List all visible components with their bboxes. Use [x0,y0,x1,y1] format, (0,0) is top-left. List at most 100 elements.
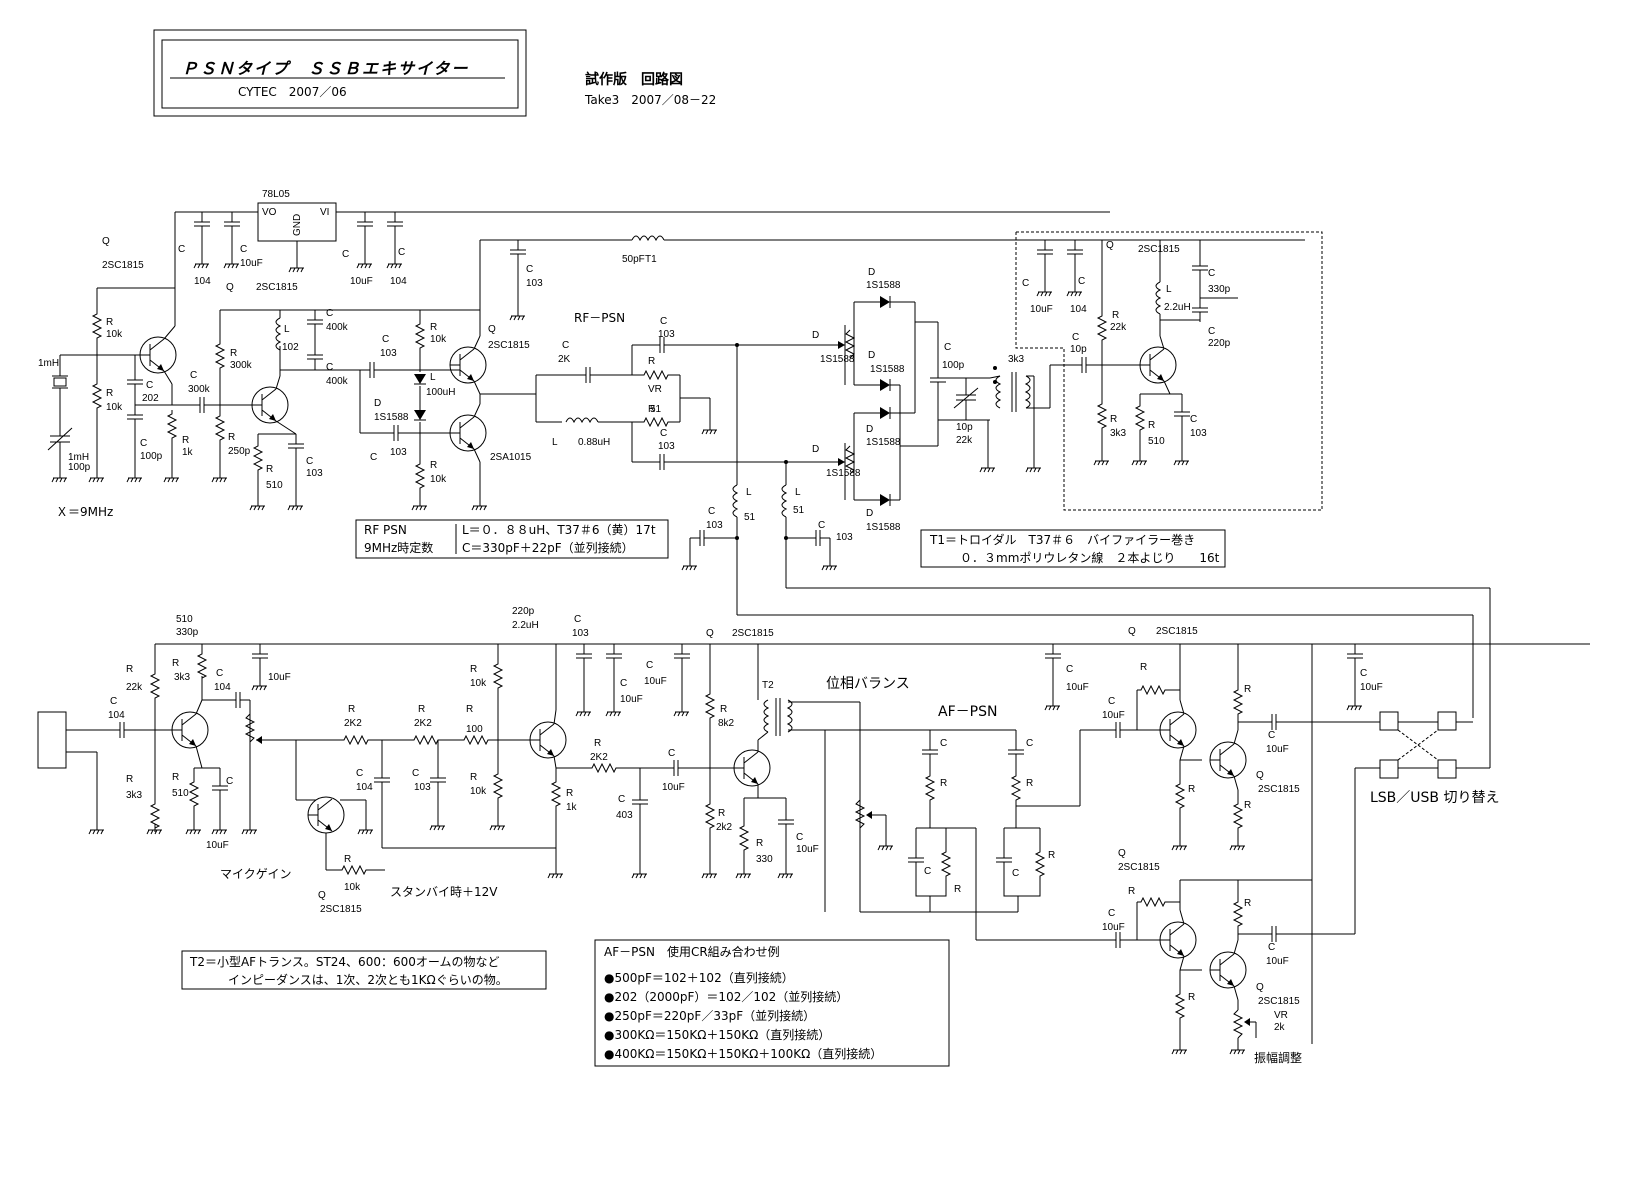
svg-text:AF－PSN 使用CR組み合わせ例: AF－PSN 使用CR組み合わせ例 [604,944,780,959]
t1-note [920,529,1226,568]
revision: Take3 2007／08－22 [584,93,716,107]
svg-text:10k: 10k [470,786,487,797]
svg-text:Q: Q [1256,982,1264,993]
svg-text:R: R [954,884,961,895]
switch-terminal-1[interactable] [1379,711,1399,731]
svg-text:51: 51 [650,404,662,415]
svg-text:10uF: 10uF [240,258,263,269]
svg-text:330p: 330p [176,627,199,638]
svg-text:1S1588: 1S1588 [866,437,901,448]
svg-text:R: R [720,704,727,715]
svg-text:R: R [470,772,477,783]
svg-text:R: R [940,778,947,789]
svg-text:22k: 22k [956,435,973,446]
svg-text:C: C [1190,414,1197,425]
svg-text:D: D [868,267,875,278]
svg-text:C: C [398,247,405,258]
title-inner-frame [161,39,519,109]
regulator-78l05 [257,202,337,242]
svg-text:104: 104 [390,276,407,287]
svg-text:10uF: 10uF [662,782,685,793]
switch-terminal-4[interactable] [1437,759,1457,779]
transistor-q10 [1159,711,1197,749]
svg-text:●300KΩ＝150KΩ＋150KΩ（直列接続）: ●300KΩ＝150KΩ＋150KΩ（直列接続） [604,1027,830,1042]
svg-text:C: C [240,244,247,255]
svg-text:C: C [1208,268,1215,279]
svg-text:100p: 100p [140,451,163,462]
title-frame [153,29,527,117]
svg-text:103: 103 [658,441,675,452]
transistor-q4 [449,414,487,452]
svg-text:10uF: 10uF [1266,744,1289,755]
svg-text:C: C [1268,942,1275,953]
svg-text:2SC1815: 2SC1815 [102,260,144,271]
buffer-amp-box [1015,231,1323,511]
svg-text:R: R [228,432,235,443]
svg-text:103: 103 [306,468,323,479]
svg-text:T2＝小型AFトランス。ST24、600：600オームの物な: T2＝小型AFトランス。ST24、600：600オームの物など [189,955,500,969]
svg-text:R: R [1110,414,1117,425]
svg-text:R: R [1148,420,1155,431]
switch-terminal-3[interactable] [1379,759,1399,779]
svg-text:VR: VR [1274,1010,1288,1021]
svg-text:103: 103 [836,532,853,543]
svg-text:０．３mmポリウレタン線 ２本よじり 16t: ０．３mmポリウレタン線 ２本よじり 16t [960,550,1220,565]
svg-text:L: L [552,437,558,448]
svg-text:●500pF＝102＋102（直列接続）: ●500pF＝102＋102（直列接続） [604,970,794,985]
svg-text:VI: VI [320,207,329,218]
svg-text:T1: T1 [645,254,657,265]
svg-text:2K2: 2K2 [590,752,608,763]
transistor-q6 [171,711,209,749]
svg-text:104: 104 [214,682,231,693]
subtitle: 試作版 回路図 [585,71,683,88]
svg-text:D: D [374,398,381,409]
svg-text:Q: Q [706,628,714,639]
svg-text:VO: VO [262,207,277,218]
svg-text:2SC1815: 2SC1815 [256,282,298,293]
svg-text:T1＝トロイダル T37＃６ バイファイラー巻き: T1＝トロイダル T37＃６ バイファイラー巻き [929,532,1195,547]
rf-psn-note [355,519,669,559]
regulator-label: 78L05 [262,189,290,200]
svg-text:10k: 10k [430,334,447,345]
svg-text:●202（2000pF）＝102／102（並列接続）: ●202（2000pF）＝102／102（並列接続） [604,989,848,1004]
svg-text:103: 103 [414,782,431,793]
svg-text:Q: Q [1118,848,1126,859]
svg-text:Q: Q [102,236,110,247]
svg-text:C: C [1072,332,1079,343]
transistor-standby [307,796,345,834]
svg-text:10uF: 10uF [1266,956,1289,967]
svg-text:10uF: 10uF [1030,304,1053,315]
svg-text:1S1588: 1S1588 [374,412,409,423]
svg-text:インピーダンスは、1次、2次とも1KΩぐらいの物。: インピーダンスは、1次、2次とも1KΩぐらいの物。 [228,972,508,987]
svg-text:220p: 220p [1208,338,1231,349]
svg-text:R: R [1188,992,1195,1003]
svg-text:C: C [940,738,947,749]
svg-text:D: D [812,444,819,455]
svg-text:D: D [866,424,873,435]
svg-text:Q: Q [1256,770,1264,781]
svg-text:1k: 1k [566,802,578,813]
svg-text:C: C [708,506,715,517]
svg-text:300k: 300k [230,360,253,371]
svg-text:51: 51 [793,505,805,516]
svg-text:3k3: 3k3 [126,790,143,801]
svg-text:400k: 400k [326,322,349,333]
xtal-note: Ｘ＝9MHz [56,505,113,519]
svg-text:103: 103 [572,628,589,639]
svg-text:R: R [230,348,237,359]
svg-text:R: R [430,460,437,471]
svg-text:R: R [594,738,601,749]
svg-text:C: C [326,308,333,319]
svg-text:R: R [466,704,473,715]
svg-text:C: C [110,696,117,707]
svg-text:C: C [646,660,653,671]
svg-text:C: C [1066,664,1073,675]
svg-text:C: C [1360,668,1367,679]
svg-text:400k: 400k [326,376,349,387]
switch-terminal-2[interactable] [1437,711,1457,731]
svg-text:R: R [106,317,113,328]
svg-text:C: C [356,768,363,779]
svg-text:Q: Q [226,282,234,293]
svg-text:R: R [1244,684,1251,695]
